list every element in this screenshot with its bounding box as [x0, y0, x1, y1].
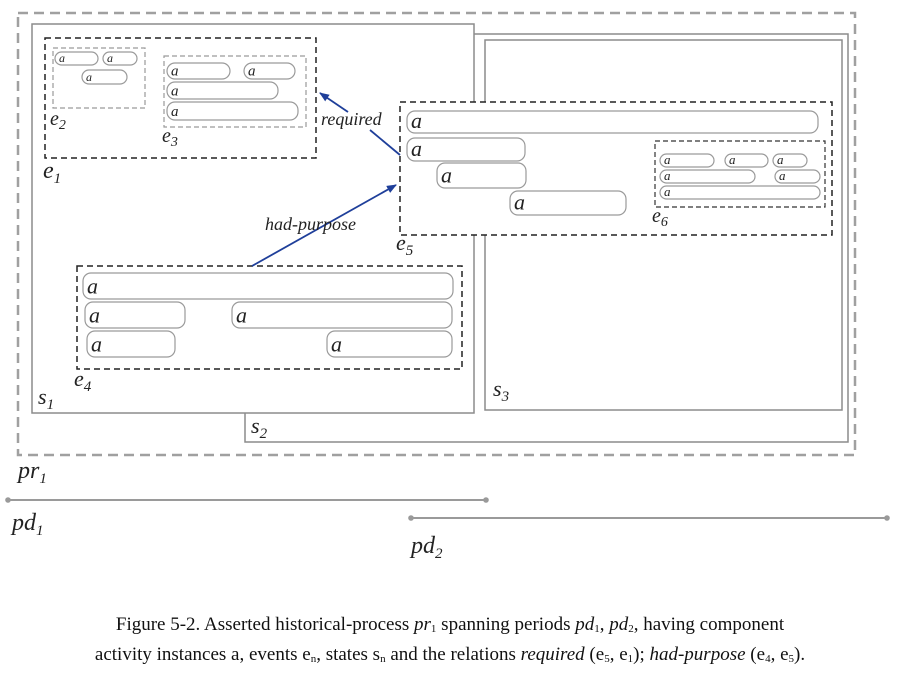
activity-instance-e2-box: [81, 69, 128, 85]
period-pd1-label: pd1: [10, 510, 44, 539]
activity-instance-e6-label: a: [664, 152, 671, 167]
activity-instance-e6-label: a: [664, 184, 671, 199]
activity-instance-e6-label: a: [777, 152, 784, 167]
activity-instance-e6-box: [659, 185, 821, 200]
activity-instance-e4-box: [326, 330, 453, 358]
activity-instance-e3-label: a: [248, 63, 256, 79]
activity-instance-e6-label: a: [779, 168, 786, 183]
relation-had-purpose-arrow: [251, 184, 397, 267]
activity-instance-e3-label: a: [171, 63, 179, 79]
period-pd2-end: [884, 515, 890, 521]
relation-had-purpose-label: had-purpose: [265, 214, 356, 234]
activity-instance-e5-box: [436, 162, 527, 189]
event-e1-boundary: [44, 37, 317, 159]
activity-instance-e4-label: a: [236, 302, 247, 327]
relation-required-arrow-tail: [369, 129, 401, 156]
activity-instance-e2-box: [102, 51, 138, 66]
event-e6-label: e6: [652, 205, 668, 230]
state-s2-label: s2: [251, 413, 268, 442]
process-pr1-boundary: [16, 11, 857, 457]
state-s1-label: s1: [38, 384, 54, 413]
activity-instance-e5-box: [406, 110, 819, 134]
activity-instance-e3-box: [166, 81, 279, 100]
activity-instance-e6-box: [774, 169, 821, 184]
activity-instance-e3-label: a: [171, 83, 179, 99]
activity-instance-e3-box: [243, 62, 296, 80]
activity-instance-e4-label: a: [89, 302, 100, 327]
activity-instance-e6-box: [772, 153, 808, 168]
activity-instance-e4-box: [231, 301, 453, 329]
state-s3-label: s3: [493, 376, 509, 405]
event-e1-label: e1: [43, 158, 61, 187]
activity-instance-e3-label: a: [171, 104, 179, 120]
activity-instance-e4-box: [82, 272, 454, 300]
caption-line-2: activity instances a, events en, states …: [94, 644, 806, 665]
activity-instance-e2-label: a: [59, 51, 65, 65]
event-e6-boundary: [654, 140, 826, 208]
activity-instance-e6-box: [724, 153, 769, 168]
event-e2-boundary: [52, 47, 146, 109]
activity-instance-e4-label: a: [331, 331, 342, 356]
state-s2-boundary: [244, 33, 849, 443]
activity-instance-e6-label: a: [664, 168, 671, 183]
activity-instance-e4-label: a: [91, 331, 102, 356]
event-e4-label: e4: [74, 366, 92, 395]
activity-instance-e3-box: [166, 101, 299, 121]
figure-caption: Figure 5-2. Asserted historical-process …: [0, 612, 900, 672]
caption-line-1: Figure 5-2. Asserted historical-process …: [115, 614, 785, 635]
event-e4-boundary: [76, 265, 463, 370]
activity-instance-e6-box: [659, 169, 756, 184]
activity-instance-e5-label: a: [441, 163, 452, 188]
activity-instance-e2-label: a: [86, 70, 92, 84]
activity-instance-e5-label: a: [514, 190, 525, 215]
relation-required-label: required: [321, 109, 383, 129]
period-pd1-end: [483, 497, 489, 503]
event-e3-boundary: [163, 55, 307, 128]
event-e3-label: e3: [162, 125, 178, 150]
activity-instance-e6-label: a: [729, 152, 736, 167]
activity-instance-e4-box: [86, 330, 176, 358]
process-pr1-label: pr1: [16, 458, 47, 487]
activity-instance-e6-box: [659, 153, 715, 168]
activity-instance-e2-box: [54, 51, 99, 66]
activity-instance-e4-label: a: [87, 273, 98, 298]
event-e5-label: e5: [396, 230, 414, 259]
activity-instance-e5-label: a: [411, 136, 422, 161]
activity-instance-e2-label: a: [107, 51, 113, 65]
activity-instance-e4-box: [84, 301, 186, 329]
period-pd1-start: [5, 497, 11, 503]
activity-instance-e3-box: [166, 62, 231, 80]
event-e2-label: e2: [50, 108, 66, 133]
activity-instance-e5-label: a: [411, 108, 422, 133]
relation-required-arrow: [319, 92, 349, 113]
period-pd2-start: [408, 515, 414, 521]
period-pd2-label: pd2: [409, 533, 443, 562]
activity-instance-e5-box: [509, 190, 627, 216]
activity-instance-e5-box: [406, 137, 526, 162]
